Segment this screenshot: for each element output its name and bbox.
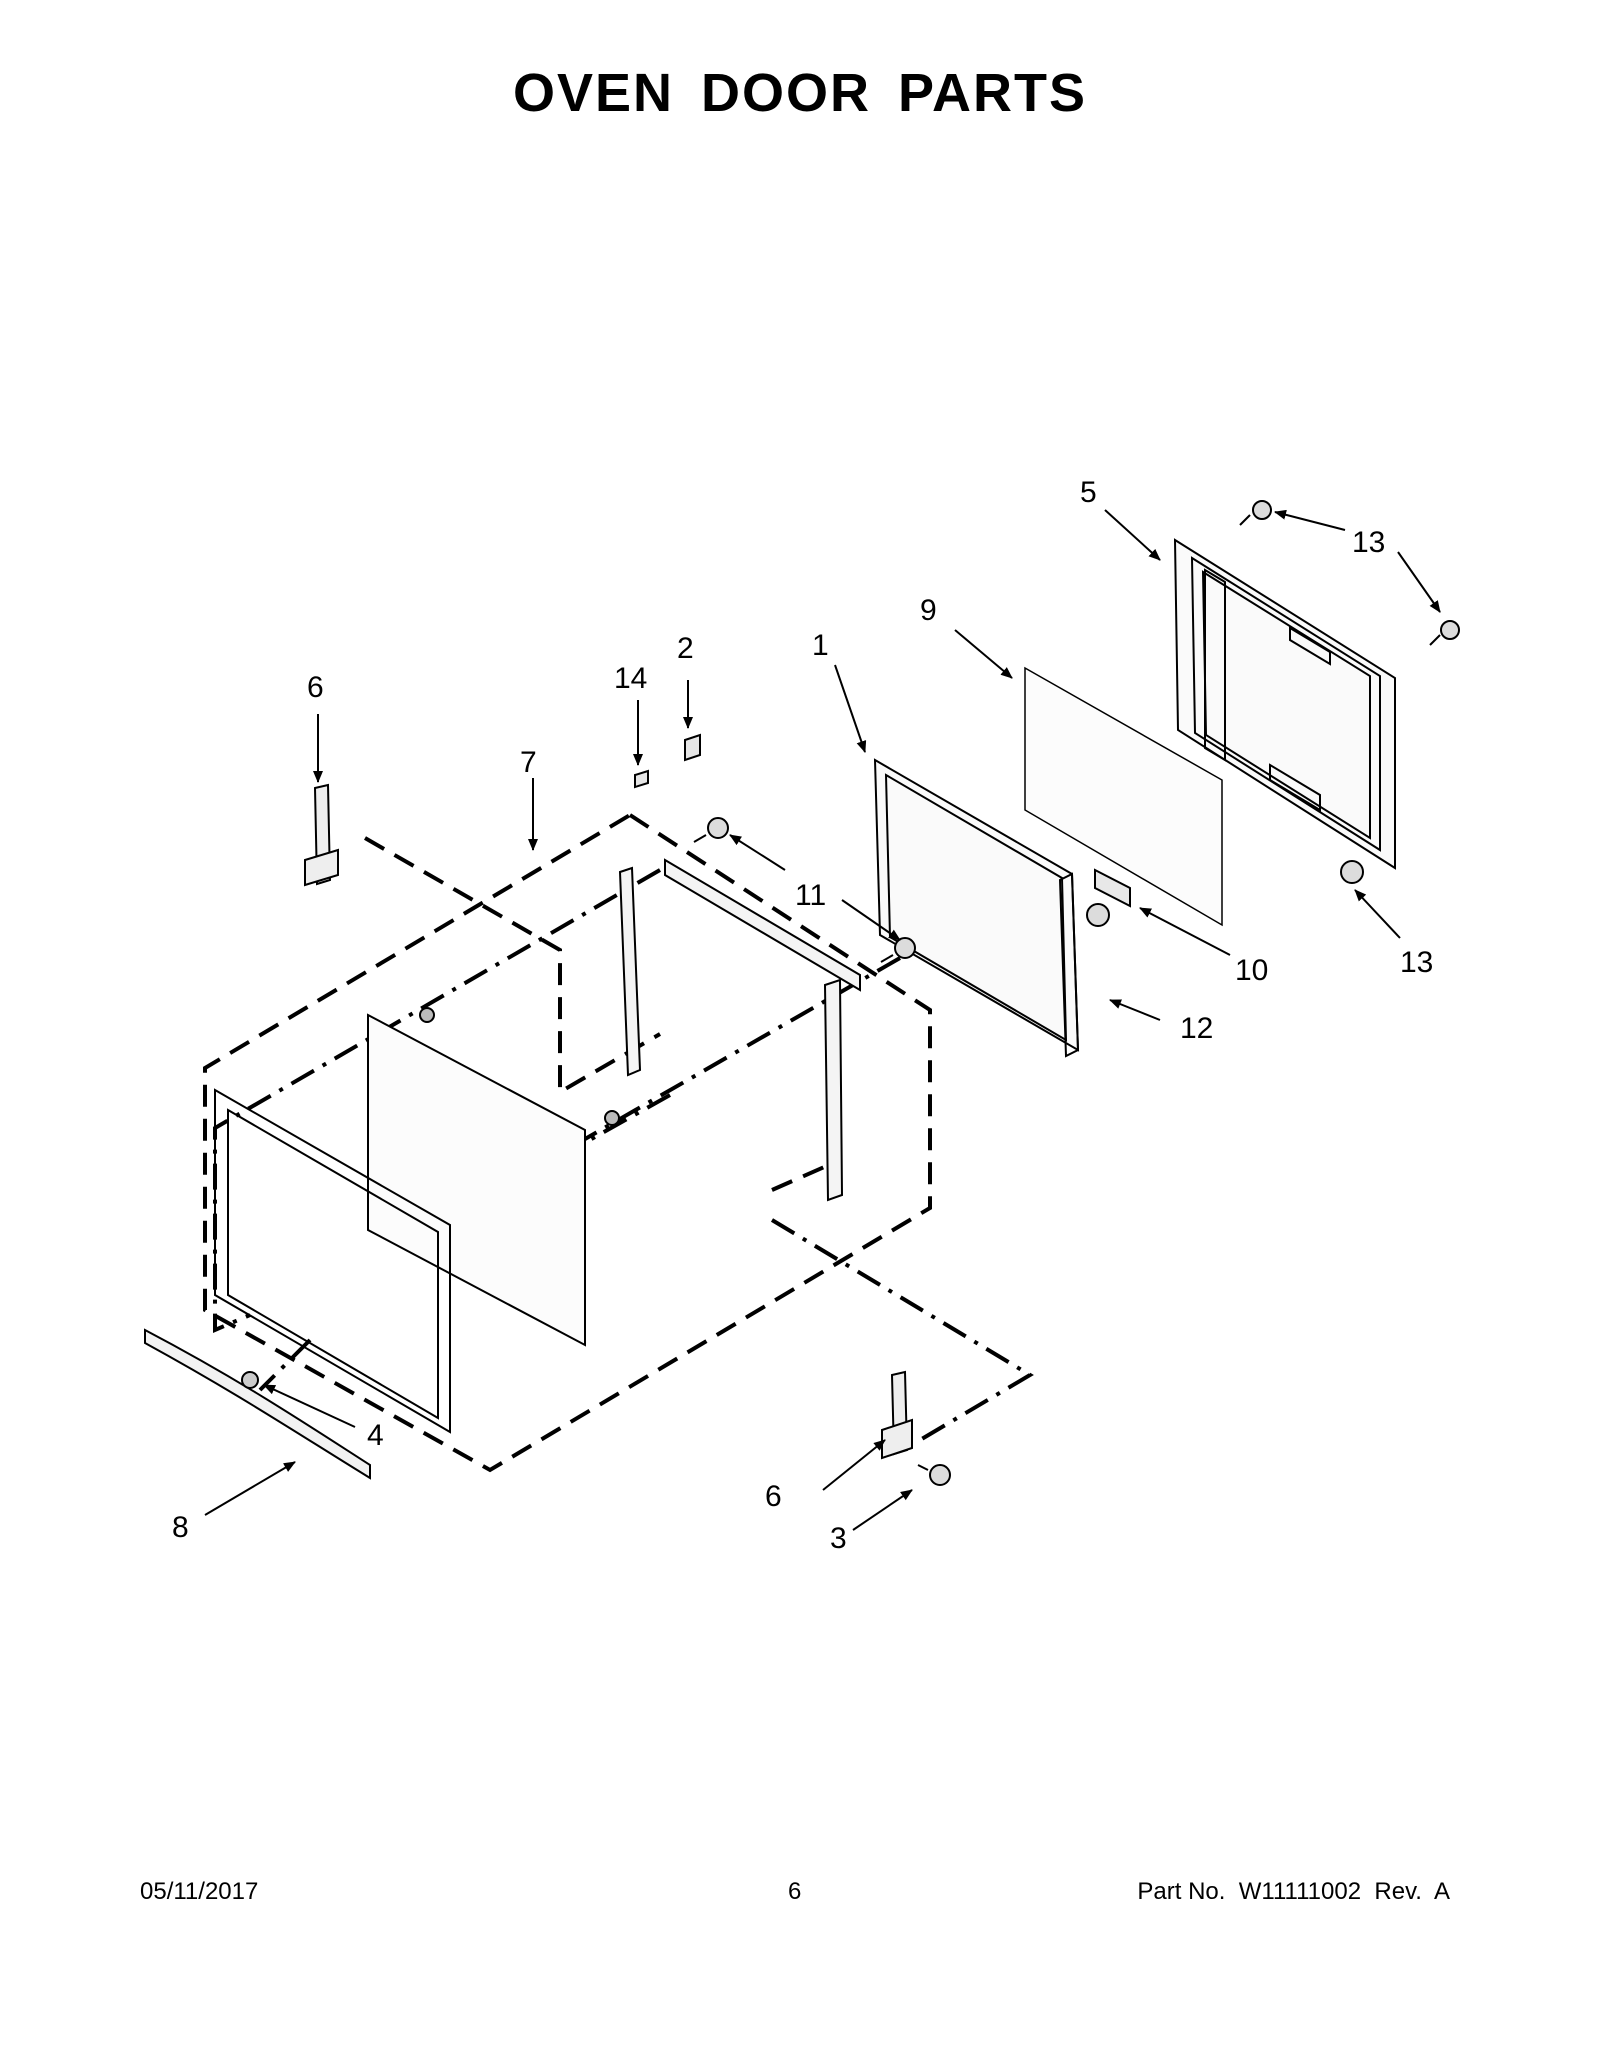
inner-door-panel-part-1: [873, 758, 1080, 1058]
screw-part-11-left: [693, 817, 729, 843]
callout-10: 10: [1235, 954, 1268, 987]
door-frame-part-5: [1173, 538, 1396, 870]
glass-retainer-part-10: [1094, 868, 1131, 908]
footer-date: 05/11/2017: [140, 1878, 259, 1905]
clip-part-14: [634, 769, 649, 789]
handle-screw-part-4: [241, 1371, 259, 1389]
clip-part-2: [684, 733, 701, 762]
callout-13-bottom: 13: [1400, 946, 1433, 979]
callout-3: 3: [830, 1522, 847, 1555]
handle-part-8: [144, 1328, 371, 1480]
screw-part-13-right: [1429, 620, 1460, 646]
callout-11: 11: [795, 879, 826, 912]
screw-part-11-right: [880, 937, 916, 963]
door-glass-panel: [367, 1007, 620, 1347]
callout-labels: 1 2 3 4 5 6 6 7 8 9 10 11 12 13 13 14: [172, 476, 1433, 1555]
screw-part-12: [1086, 903, 1110, 927]
hinge-part-6-left: [304, 783, 339, 887]
callout-4: 4: [367, 1419, 384, 1452]
callout-8: 8: [172, 1511, 189, 1544]
callout-6-left: 6: [307, 671, 324, 704]
screws: [693, 500, 1460, 1486]
callout-14: 14: [614, 662, 647, 695]
callout-2: 2: [677, 632, 694, 665]
callout-9: 9: [920, 594, 937, 627]
page-title: OVEN DOOR PARTS: [512, 63, 1088, 123]
screw-part-13-top: [1239, 500, 1272, 526]
door-side-channels-part-7: [618, 858, 861, 1202]
callout-13-top: 13: [1352, 526, 1385, 559]
screw-part-13-bottom: [1340, 860, 1364, 884]
screw-part-3: [917, 1464, 951, 1486]
callout-5: 5: [1080, 476, 1097, 509]
window-glass-part-9: [1024, 666, 1223, 927]
callout-1: 1: [812, 629, 829, 662]
callout-7: 7: [520, 746, 537, 779]
footer-page-number: 6: [788, 1878, 802, 1905]
leader-lines: [204, 509, 1441, 1531]
footer-part-number: Part No. W11111002 Rev. A: [1137, 1878, 1450, 1905]
outer-door-frame: [214, 1088, 451, 1434]
hinge-part-6-right: [881, 1370, 913, 1460]
callout-12: 12: [1180, 1012, 1213, 1045]
callout-6-right: 6: [765, 1480, 782, 1513]
